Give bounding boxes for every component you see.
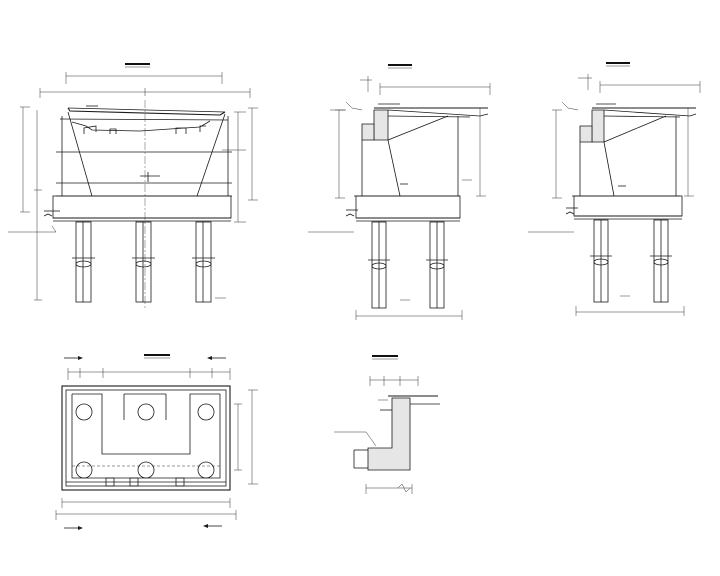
backwall-section — [579, 103, 697, 143]
detail-view — [334, 355, 440, 494]
leader-lines — [334, 399, 388, 447]
view-title-bar — [125, 63, 150, 65]
view-title-bar — [388, 64, 412, 66]
piles — [368, 221, 448, 309]
dimension-top — [360, 76, 491, 95]
dimension-right — [222, 107, 258, 223]
dimension-right — [684, 107, 694, 197]
front-view — [8, 63, 258, 310]
abutment-walls — [71, 393, 221, 479]
pile-cap — [565, 195, 683, 220]
dimension-bottom — [575, 295, 685, 316]
pile-cap-outline — [61, 385, 231, 491]
dimension-bottom — [55, 498, 237, 520]
dimension-top — [67, 368, 231, 380]
plan-view — [55, 354, 258, 530]
concrete-section — [353, 395, 440, 471]
view-title-bar — [372, 355, 398, 357]
bearing-pads — [66, 477, 226, 487]
piles — [590, 219, 672, 303]
dimension-top — [369, 376, 419, 386]
dimension-bottom — [355, 299, 463, 320]
side-view-1 — [308, 64, 491, 320]
side-view-2 — [528, 62, 701, 316]
view-title-bar — [606, 62, 630, 64]
abutment-body — [56, 100, 232, 310]
section-arrows — [64, 356, 226, 530]
dimension-right — [462, 107, 486, 197]
view-title-bar — [144, 354, 170, 356]
pile-cap — [345, 195, 461, 222]
piles — [72, 221, 226, 303]
backwall-section — [361, 103, 489, 141]
dimension-left — [308, 101, 363, 233]
dimension-right — [234, 389, 258, 485]
dimension-bottom — [365, 483, 413, 494]
pile-cap — [43, 195, 232, 222]
dimension-top — [578, 74, 701, 93]
deck-beam — [59, 105, 229, 134]
dimension-top — [39, 72, 251, 98]
piles-plan — [75, 403, 215, 479]
dimension-left — [8, 106, 57, 301]
dimension-left — [528, 101, 579, 233]
